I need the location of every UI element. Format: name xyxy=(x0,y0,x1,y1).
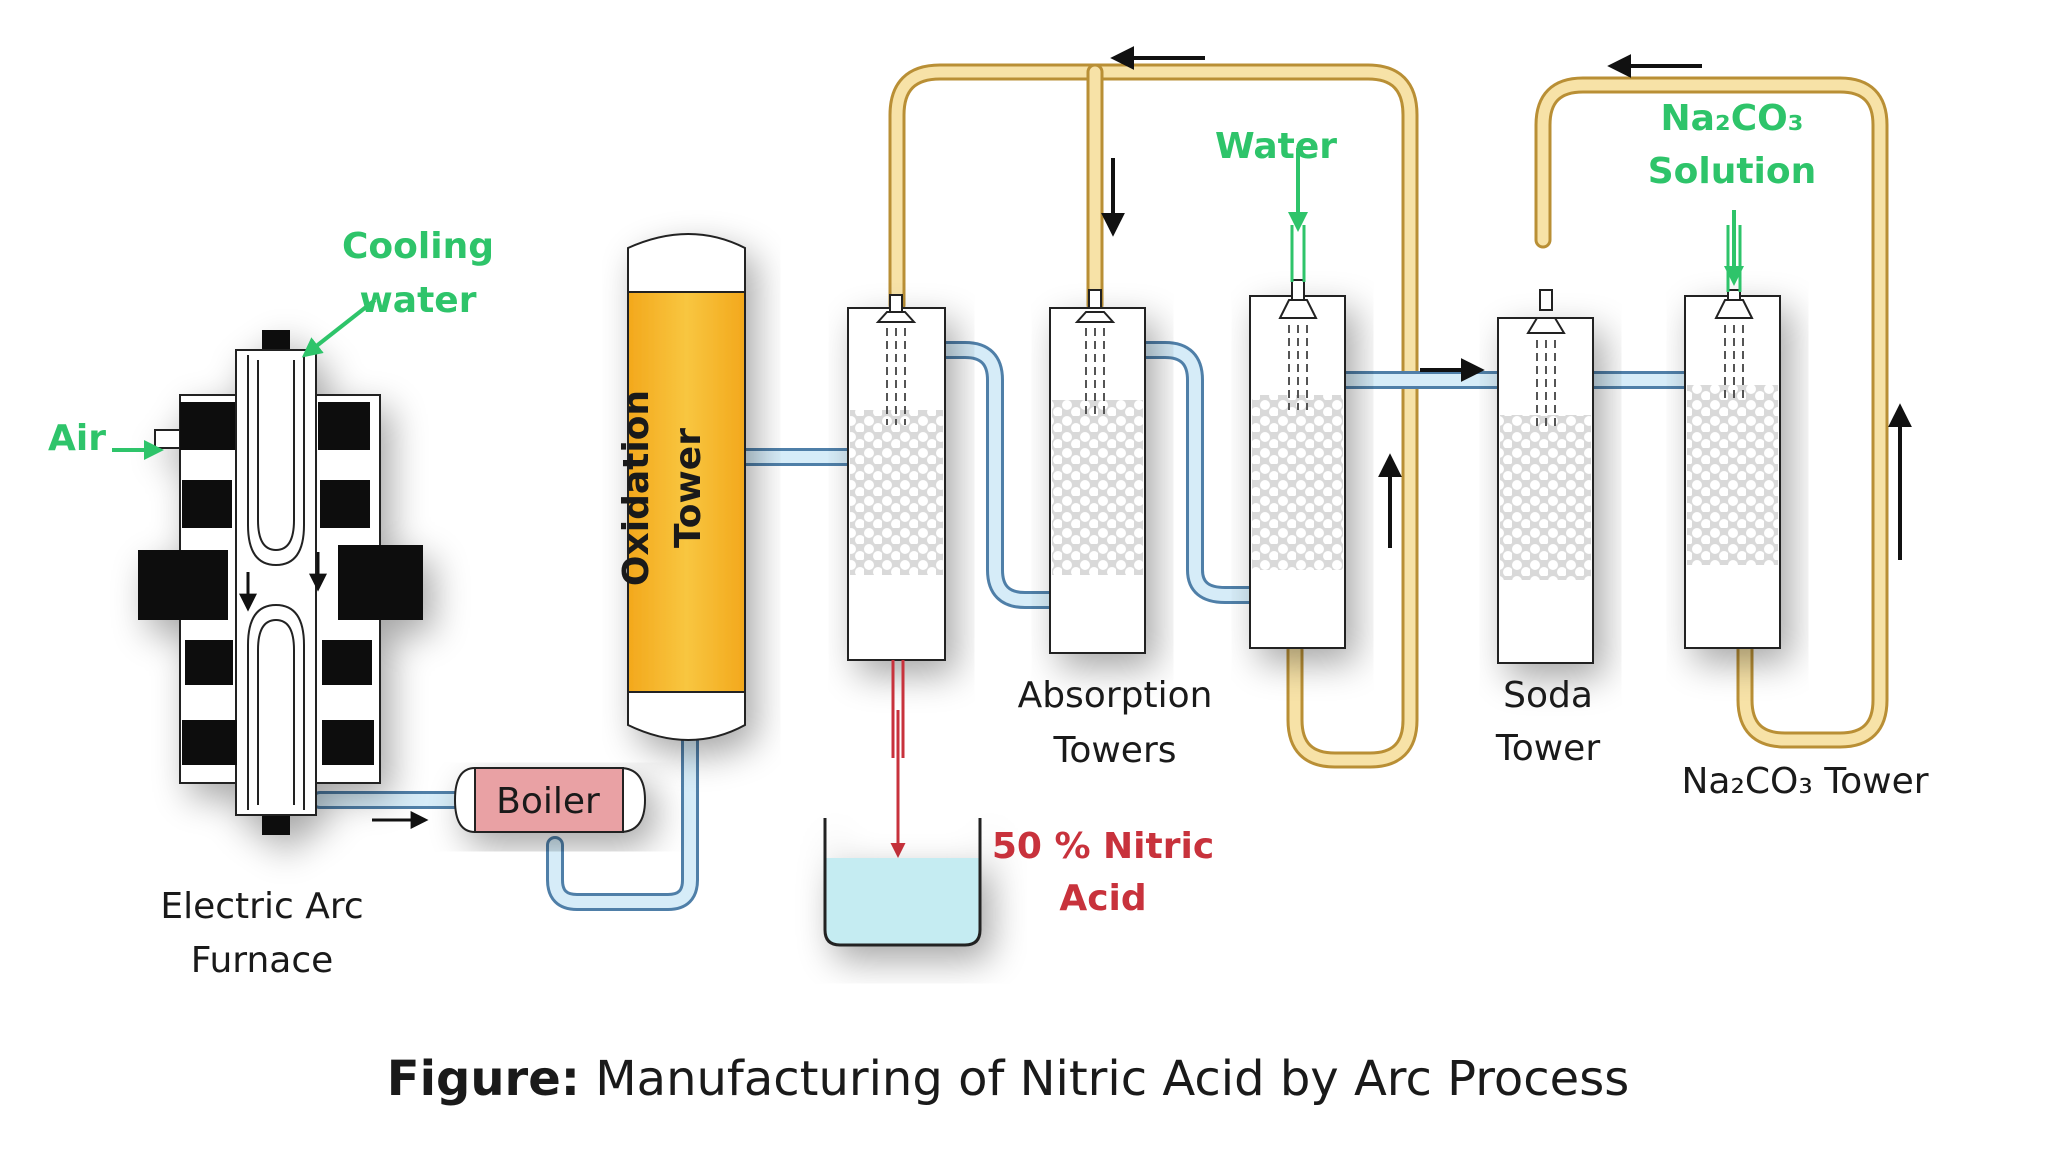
cooling-water-label-1: Cooling xyxy=(342,226,494,267)
na2co3-solution-label-2: Solution xyxy=(1648,151,1817,192)
nitric-acid-label-1: 50 % Nitric xyxy=(992,826,1214,867)
absorption-towers-label-1: Absorption xyxy=(1018,675,1213,716)
acid-beaker xyxy=(823,818,982,947)
na2co3-solution-label-1: Na₂CO₃ xyxy=(1661,98,1804,139)
sprinklers xyxy=(875,279,1754,334)
oxidation-tower xyxy=(627,233,746,741)
flow-arrows xyxy=(1101,46,1912,560)
boiler-label: Boiler xyxy=(496,781,600,822)
cooling-water-arrow xyxy=(301,298,377,358)
liquid-pipes xyxy=(311,341,1694,911)
air-label: Air xyxy=(48,418,106,459)
cooling-water-label-2: water xyxy=(360,280,477,321)
nitric-acid-label-2: Acid xyxy=(1059,878,1146,919)
soda-tower-label-1: Soda xyxy=(1503,675,1593,716)
figure-caption: Figure: Manufacturing of Nitric Acid by … xyxy=(387,1051,1629,1107)
tower-2 xyxy=(1049,307,1146,654)
spray-lines xyxy=(886,325,1744,430)
soda-tower-label-2: Tower xyxy=(1495,728,1600,769)
soda-tower xyxy=(1497,317,1594,664)
electric-arc-label-1: Electric Arc xyxy=(160,886,363,927)
water-label: Water xyxy=(1215,126,1337,167)
figure-caption-text: Manufacturing of Nitric Acid by Arc Proc… xyxy=(580,1051,1629,1107)
figure-caption-prefix: Figure: xyxy=(387,1051,580,1107)
oxidation-tower-label-1: Oxidation xyxy=(616,390,657,586)
electric-arc-label-2: Furnace xyxy=(191,940,334,981)
tower-3 xyxy=(1249,295,1346,649)
gas-pipes xyxy=(888,63,1889,769)
acid-outlet xyxy=(890,660,906,858)
boiler xyxy=(453,767,647,833)
absorption-towers-label-2: Towers xyxy=(1052,730,1176,771)
electric-arc-furnace xyxy=(138,330,423,835)
na2co3-tower xyxy=(1684,295,1781,649)
na2co3-tower-label: Na₂CO₃ Tower xyxy=(1681,761,1928,802)
tower-1 xyxy=(847,307,946,661)
oxidation-tower-label-2: Tower xyxy=(668,428,709,548)
